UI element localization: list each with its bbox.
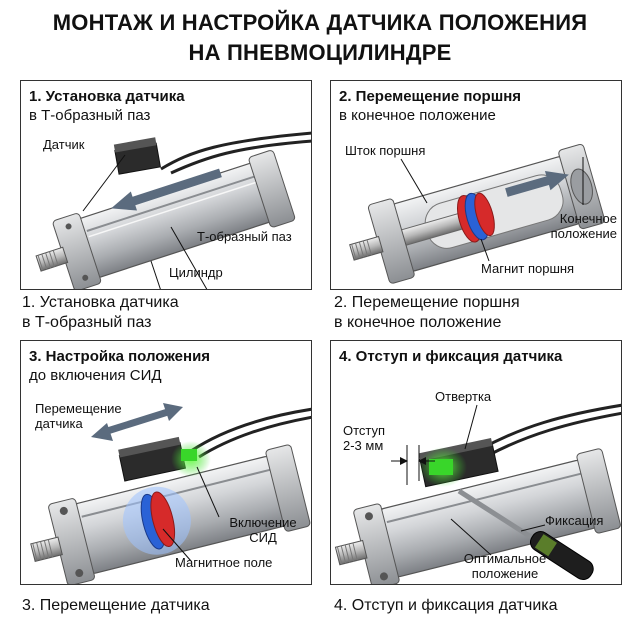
cylinder-illustration-2 [349,143,605,284]
label-led-on: Включение СИД [221,515,305,545]
panel-1-title: 1. Установка датчика [29,88,185,105]
caption-4: 4. Отступ и фиксация датчика [334,597,558,614]
main-title-line2: НА ПНЕВМОЦИЛИНДРЕ [188,40,452,65]
label-led-line1: Включение [229,515,297,530]
caption-3: 3. Перемещение датчика [22,597,210,614]
label-offset: Отступ 2-3 мм [343,423,385,453]
caption-2-line1: 2. Перемещение поршня [334,294,520,311]
panel-step-1: 1. Установка датчика в Т-образный паз [20,80,312,290]
label-offset-line2: 2-3 мм [343,438,384,453]
label-sensor: Датчик [43,137,85,152]
label-opt-line1: Оптимальное [463,551,547,566]
panel-2-subtitle: в конечное положение [339,107,496,124]
panel-3-title: 3. Настройка положения [29,348,211,365]
caption-1-line1: 1. Установка датчика [22,294,179,311]
label-end-line1: Конечное [559,211,617,226]
label-t-slot: Т-образный паз [197,229,292,244]
panel-step-2: 2. Перемещение поршня в конечное положен… [330,80,622,290]
panel-3-subtitle: до включения СИД [29,367,162,384]
cylinder-illustration-3 [30,403,311,584]
main-title-line1: МОНТАЖ И НАСТРОЙКА ДАТЧИКА ПОЛОЖЕНИЯ [52,10,588,35]
label-optimal-position: Оптимальное положение [457,551,553,581]
caption-2-line2: в конечное положение [334,314,502,331]
label-piston-rod: Шток поршня [345,143,426,158]
panel-4-heading: 4. Отступ и фиксация датчика [339,347,562,366]
label-screwdriver: Отвертка [435,389,492,404]
label-fixation: Фиксация [545,513,604,528]
caption-1-line2: в Т-образный паз [22,314,152,331]
label-led-line2: СИД [249,530,277,545]
label-sensor-move: Перемещение датчика [35,401,122,431]
panel-1-subtitle: в Т-образный паз [29,107,151,124]
panel-3-heading: 3. Настройка положения до включения СИД [29,347,210,385]
cylinder-illustration-4 [334,403,621,584]
panel-step-4: 4. Отступ и фиксация датчика [330,340,622,585]
panel-step-3: 3. Настройка положения до включения СИД [20,340,312,585]
label-end-line2: положение [550,226,617,241]
label-move-line2: датчика [35,416,83,431]
label-magnetic-field: Магнитное поле [175,555,273,570]
label-piston-magnet: Магнит поршня [481,261,575,276]
panel-2-title: 2. Перемещение поршня [339,88,522,105]
panel-2-heading: 2. Перемещение поршня в конечное положен… [339,87,521,125]
cylinder-illustration-1 [35,131,311,289]
panel-4-title: 4. Отступ и фиксация датчика [339,348,563,365]
label-cylinder: Цилиндр [169,265,223,280]
panel-1-heading: 1. Установка датчика в Т-образный паз [29,87,185,125]
label-opt-line2: положение [471,566,539,581]
label-offset-line1: Отступ [343,423,386,438]
label-end-position: Конечное положение [543,211,617,241]
label-move-line1: Перемещение [35,401,122,416]
